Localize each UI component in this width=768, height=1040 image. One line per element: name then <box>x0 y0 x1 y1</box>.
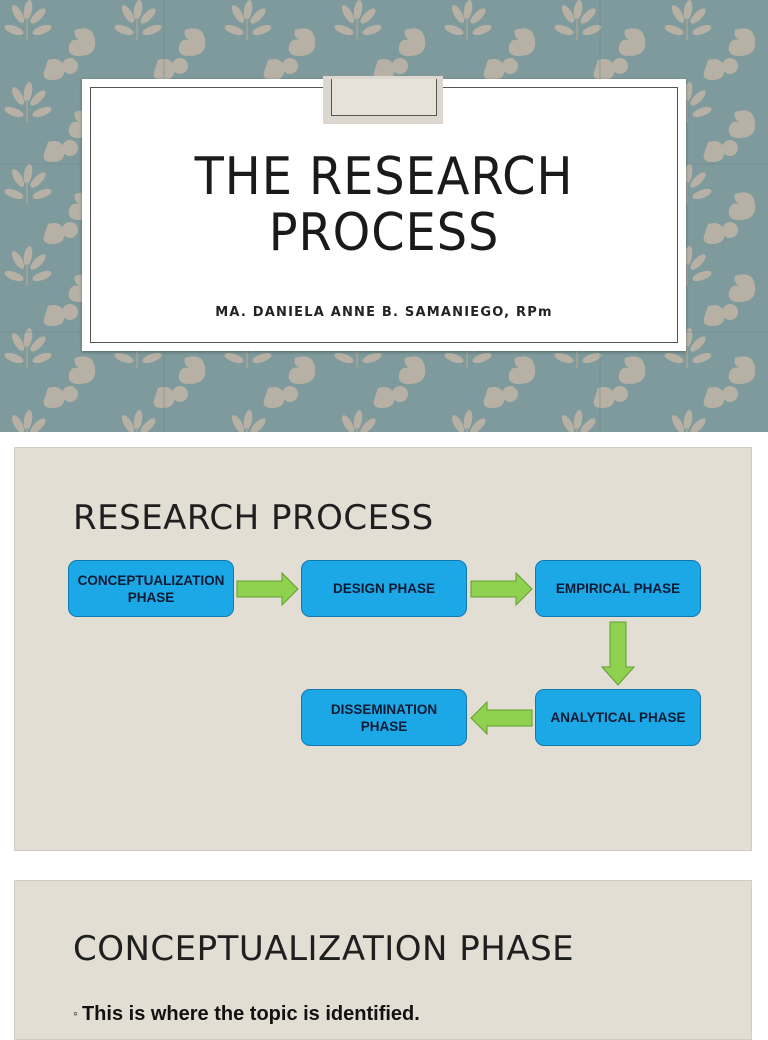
down-arrow-icon <box>601 621 635 686</box>
bullet-item: ◦This is where the topic is identified. <box>73 1003 420 1026</box>
title-line-2: PROCESS <box>268 203 500 263</box>
title-card-tab-inner <box>331 79 437 116</box>
analytical-phase-box: ANALYTICAL PHASE <box>535 689 701 746</box>
title-card-tab <box>323 76 443 124</box>
dissemination-phase-box: DISSEMINATION PHASE <box>301 689 467 746</box>
title-card: THE RESEARCH PROCESS MA. DANIELA ANNE B.… <box>82 76 686 351</box>
page-title: THE RESEARCH PROCESS <box>106 149 662 261</box>
author-name: MA. DANIELA ANNE B. SAMANIEGO, RPm <box>215 305 553 320</box>
left-arrow-icon <box>470 701 533 735</box>
conceptualization-phase-slide: CONCEPTUALIZATION PHASE ◦This is where t… <box>14 880 752 1040</box>
title-slide: THE RESEARCH PROCESS MA. DANIELA ANNE B.… <box>0 0 768 432</box>
title-line-1: THE RESEARCH <box>194 147 574 207</box>
right-arrow-icon <box>236 572 299 606</box>
bullet-icon: ◦ <box>73 1005 78 1021</box>
slide-heading: RESEARCH PROCESS <box>73 498 434 538</box>
research-process-slide: RESEARCH PROCESS CONCEPTUALIZATION PHASE… <box>14 447 752 851</box>
conceptualization-phase-box: CONCEPTUALIZATION PHASE <box>68 560 234 617</box>
design-phase-box: DESIGN PHASE <box>301 560 467 617</box>
slide-heading: CONCEPTUALIZATION PHASE <box>73 929 575 969</box>
bullet-text: This is where the topic is identified. <box>81 1003 420 1025</box>
right-arrow-icon <box>470 572 533 606</box>
empirical-phase-box: EMPIRICAL PHASE <box>535 560 701 617</box>
